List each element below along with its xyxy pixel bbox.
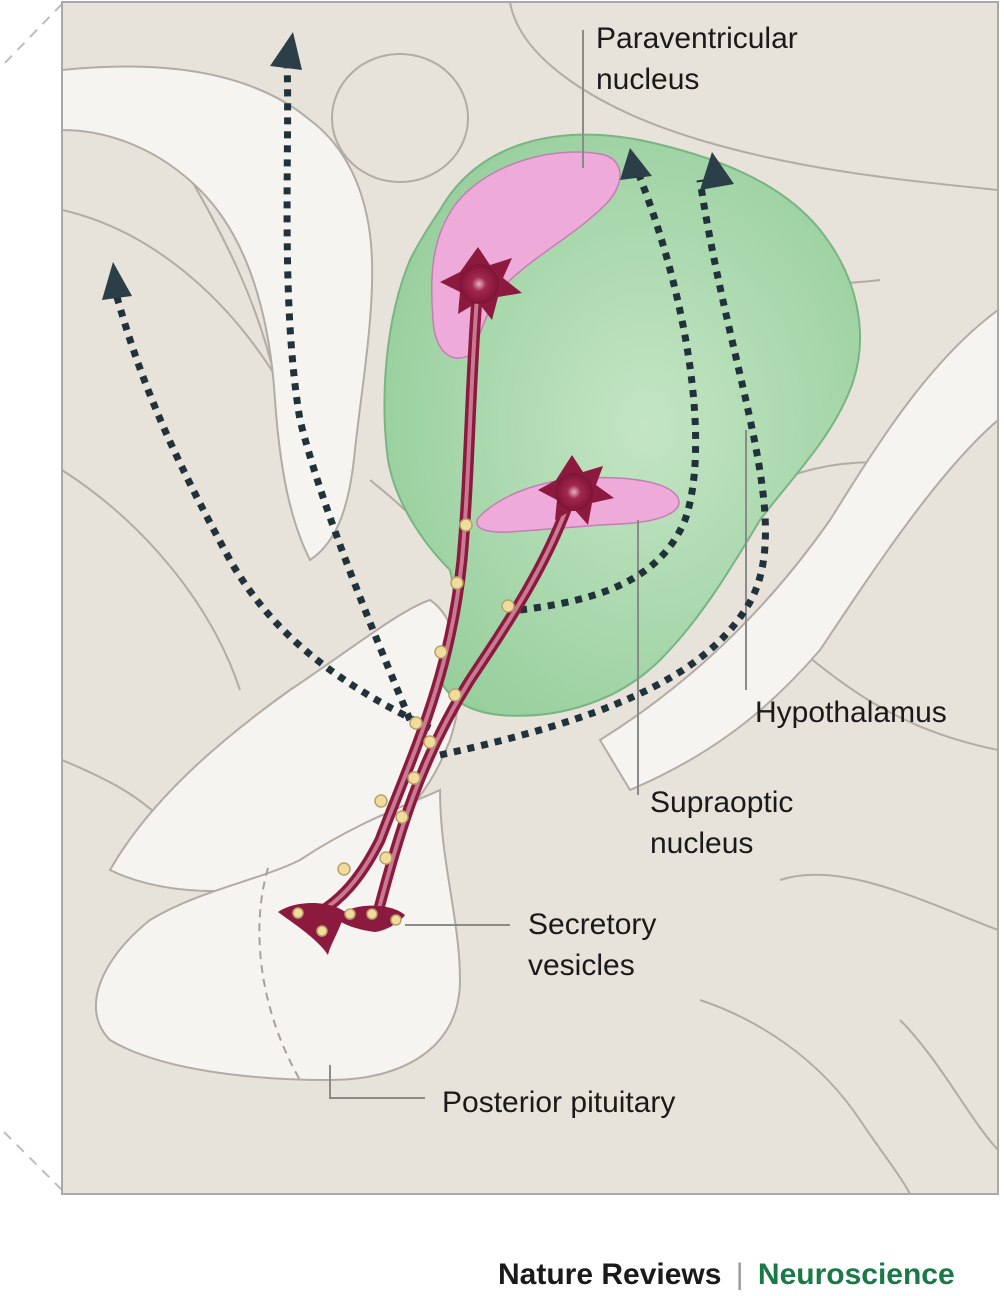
arrowhead-icon [102,262,132,300]
secretory-vesicle-icon [337,862,351,876]
journal-name: Nature Reviews [498,1258,722,1291]
label-supraoptic-line-1: Supraoptic [650,786,794,819]
label-supraoptic-line-2: nucleus [650,827,754,860]
neuron-cell-body-icon [440,247,522,320]
secretory-vesicle-icon [390,914,402,926]
pale-tracts [62,65,998,1082]
label-secretory-line-1: Secretory [528,908,657,941]
label-paraventricular-line-2: nucleus [596,63,700,96]
arrowhead-icon [700,152,734,190]
dotted-arrow-icon [111,289,432,732]
journal-credit: Nature Reviews | Neuroscience [498,1258,955,1292]
dotted-arrows [111,59,769,759]
pituitary-boundary [258,867,301,1081]
zoom-guide-lines [0,3,63,1191]
arrowhead-icon [620,148,652,180]
secretory-vesicle-icon [459,518,473,532]
secretory-vesicle-icon [423,735,437,749]
arrowheads [102,32,734,300]
secretory-vesicle-icon [316,925,328,937]
secretory-vesicle-icon [374,794,388,808]
secretory-vesicle-icon [292,907,304,919]
secretory-vesicles [292,518,515,937]
dotted-arrow-icon [439,179,769,759]
secretory-vesicle-icon [448,688,462,702]
secretory-vesicle-icon [409,716,423,730]
credit-separator: | [735,1258,744,1291]
secretory-vesicle-icon [450,576,464,590]
label-paraventricular-nucleus: Paraventricular nucleus [596,18,798,100]
label-secretory-vesicles: Secretory vesicles [528,904,656,986]
secretory-vesicle-icon [407,771,421,785]
label-supraoptic-nucleus: Supraoptic nucleus [650,782,793,864]
neuron-cell-body-icon [538,455,614,525]
leader-lines [329,30,747,1099]
secretory-vesicle-icon [501,599,515,613]
label-secretory-line-2: vesicles [528,949,635,982]
label-hypothalamus: Hypothalamus [755,696,947,729]
secretory-vesicle-icon [434,645,448,659]
secretory-vesicle-icon [366,908,378,920]
journal-section: Neuroscience [757,1258,955,1291]
neuron-axons [314,279,579,918]
panel-border [61,1,999,1195]
label-posterior-pituitary: Posterior pituitary [442,1086,676,1119]
secretory-vesicle-icon [344,908,356,920]
secretory-vesicle-icon [395,810,409,824]
dotted-arrow-icon [519,163,700,614]
label-paraventricular-line-1: Paraventricular [596,22,798,55]
secretory-vesicle-icon [379,851,393,865]
oval-structure [331,53,469,183]
arrowhead-icon [270,32,302,70]
